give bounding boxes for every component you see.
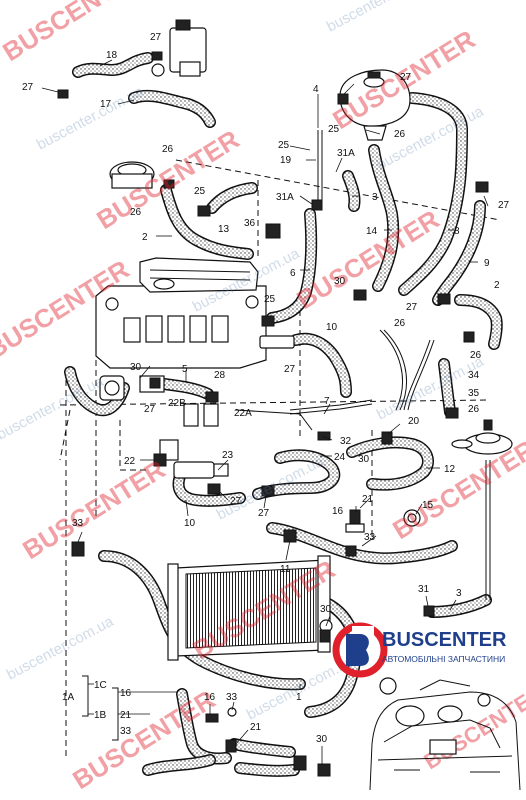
buscenter-logo: BUSCENTER АВТОМОБІЛЬНІ ЗАПЧАСТИНИ — [332, 622, 507, 678]
part-label: 33 — [72, 518, 84, 529]
part-label: 20 — [408, 416, 420, 427]
part-label: 6 — [290, 268, 296, 279]
part-label: 2 — [494, 280, 500, 291]
part-label: 27 — [258, 508, 270, 519]
part-label: 25 — [328, 124, 340, 135]
part-label: 31A — [337, 148, 355, 159]
part-label: 16 — [120, 688, 132, 699]
part-labels: 18 27 27 17 4 27 25 26 31A 19 25 26 26 2… — [22, 32, 510, 745]
part-label: 3 — [456, 588, 462, 599]
part-label: 27 — [400, 72, 412, 83]
part-label: 26 — [394, 318, 406, 329]
part-label: 11 — [280, 564, 291, 575]
watermark-brand: BUSCENTER — [0, 0, 151, 67]
part-label: 34 — [468, 370, 480, 381]
van-icon — [369, 677, 521, 791]
part-label: 22B — [168, 398, 186, 409]
part-label: 32 — [340, 436, 352, 447]
part-label: 27 — [406, 302, 418, 313]
part-label: 25 — [278, 140, 290, 151]
part-label: 4 — [313, 84, 319, 95]
expansion-tank-icon — [339, 69, 411, 141]
control-valve-icon — [151, 19, 207, 77]
part-label: 28 — [214, 370, 226, 381]
part-label: 22A — [234, 408, 252, 419]
part-label: 27 — [284, 364, 296, 375]
part-label: 33 — [364, 532, 376, 543]
part-label: 27 — [144, 404, 156, 415]
part-label: 36 — [244, 218, 256, 229]
part-label: 23 — [222, 450, 234, 461]
watermark-url: buscenter.com.ua — [4, 613, 117, 684]
thermostat-housing-icon — [109, 161, 155, 189]
part-label: 27 — [150, 32, 162, 43]
engine-block-icon — [95, 257, 295, 369]
part-label: 17 — [100, 99, 112, 110]
part-label: 30 — [320, 604, 332, 615]
part-label: 2 — [142, 232, 148, 243]
part-label: 27 — [498, 200, 510, 211]
watermark-brand: BUSCENTER — [387, 434, 526, 545]
logo-name: BUSCENTER — [382, 629, 507, 651]
heater-flange-icon — [451, 419, 513, 455]
part-label: 8 — [454, 226, 460, 237]
part-label: 1A — [62, 692, 75, 703]
part-label: 30 — [334, 276, 346, 287]
part-label: 5 — [182, 364, 188, 375]
part-label: 25 — [194, 186, 206, 197]
part-label: 30 — [316, 734, 328, 745]
watermark-brand: BUSCENTER — [419, 680, 526, 774]
part-label: 21 — [120, 710, 132, 721]
part-label: 9 — [484, 258, 490, 269]
part-label: 7 — [324, 396, 330, 407]
part-label: 27 — [230, 496, 242, 507]
part-label: 30 — [130, 362, 142, 373]
part-label: 31A — [276, 192, 294, 203]
logo-tagline: АВТОМОБІЛЬНІ ЗАПЧАСТИНИ — [382, 654, 505, 664]
part-label: 16 — [332, 506, 344, 517]
part-label: 26 — [470, 350, 482, 361]
part-label: 26 — [162, 144, 174, 155]
part-label: 1 — [296, 692, 302, 703]
watermark-url: buscenter.com.ua — [34, 83, 147, 154]
part-label: 15 — [422, 500, 434, 511]
heater-valve-icon — [159, 403, 229, 479]
watermark-url: buscenter.com.ua — [324, 0, 437, 36]
part-label: 30 — [358, 454, 370, 465]
part-label: 25 — [264, 294, 276, 305]
part-label: 35 — [468, 388, 480, 399]
part-label: 12 — [444, 464, 456, 475]
part-label: 16 — [204, 692, 216, 703]
watermark-brand: BUSCENTER — [17, 454, 170, 565]
part-label: 13 — [218, 224, 230, 235]
temperature-sensor-icon — [345, 509, 421, 533]
clamps — [57, 51, 489, 777]
part-label: 26 — [468, 404, 480, 415]
part-label: 26 — [130, 207, 142, 218]
part-label: 10 — [184, 518, 196, 529]
part-label: 1B — [94, 710, 107, 721]
part-label: 31 — [418, 584, 430, 595]
part-label: 18 — [106, 50, 118, 61]
part-label: 24 — [334, 452, 346, 463]
part-label: 21 — [362, 494, 374, 505]
thin-pipes — [235, 130, 491, 600]
part-label: 22 — [124, 456, 136, 467]
leader-lines — [41, 59, 489, 764]
part-label: 33 — [120, 726, 132, 737]
part-label: 33 — [226, 692, 238, 703]
part-label: 14 — [366, 226, 378, 237]
part-label: 3 — [372, 192, 378, 203]
part-label: 10 — [326, 322, 338, 333]
radiator-icon — [167, 555, 333, 661]
part-label: 21 — [250, 722, 262, 733]
part-label: 19 — [280, 155, 292, 166]
part-label: 27 — [22, 82, 34, 93]
watermark-brand: BUSCENTER — [67, 684, 220, 795]
part-label: 1C — [94, 680, 107, 691]
part-label: 26 — [394, 129, 406, 140]
